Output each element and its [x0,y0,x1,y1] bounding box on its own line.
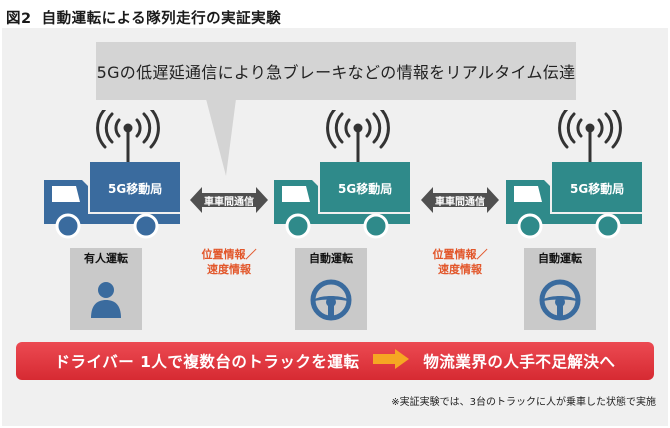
info-line-2: 速度情報 [207,263,251,276]
info-text-1: 位置情報／ 速度情報 [186,247,272,277]
truck-1-graphic [44,110,180,239]
conclusion-banner: ドライバー 1人で複数台のトラックを運転 物流業界の人手不足解決へ [16,342,654,380]
info-line-1: 位置情報／ [432,248,488,261]
driver-card-3: 自動運転 [524,248,596,330]
callout-box: 5Gの低遅延通信により急ブレーキなどの情報をリアルタイム伝達 [96,42,576,100]
double-arrow-icon [190,187,268,213]
driver-label-1: 有人運転 [84,252,128,265]
truck-2-graphic [274,110,410,239]
driver-card-1: 有人運転 [70,248,142,330]
figure-number: 図2 [6,11,32,27]
truck-1: 5G移動局 [38,110,188,250]
callout-text: 5Gの低遅延通信により急ブレーキなどの情報をリアルタイム伝達 [96,63,576,82]
truck-2-box-label: 5G移動局 [338,182,393,196]
antenna-icon [96,110,160,164]
steering-wheel-icon [539,279,581,320]
info-line-1: 位置情報／ [201,248,257,261]
banner-right-text: 物流業界の人手不足解決へ [423,353,616,371]
antenna-icon [558,110,622,164]
double-arrow-icon [421,187,499,213]
figure-title-text: 自動運転による隊列走行の実証実験 [41,11,282,27]
info-line-2: 速度情報 [438,263,482,276]
footnote: ※実証実験では、3台のトラックに人が乗車した状態で実施 [391,397,656,408]
person-icon [91,281,121,318]
v2v-arrow-2: 車車間通信 [421,187,499,213]
v2v-label-1: 車車間通信 [204,196,254,208]
truck-3-graphic [506,110,642,239]
info-text-2: 位置情報／ 速度情報 [417,247,503,277]
v2v-arrow-1: 車車間通信 [190,187,268,213]
truck-1-box-label: 5G移動局 [108,182,163,196]
truck-2: 5G移動局 [268,110,418,250]
truck-3-box-label: 5G移動局 [570,182,625,196]
right-arrow-icon [373,349,410,373]
steering-wheel-icon [310,279,352,320]
driver-card-2: 自動運転 [295,248,367,330]
truck-3: 5G移動局 [500,110,650,250]
v2v-label-2: 車車間通信 [435,196,485,208]
banner-left-text: ドライバー 1人で複数台のトラックを運転 [54,353,360,371]
driver-label-3: 自動運転 [538,252,582,265]
driver-label-2: 自動運転 [309,252,353,265]
figure-title: 図2 自動運転による隊列走行の実証実験 [6,7,281,28]
antenna-icon [326,110,390,164]
